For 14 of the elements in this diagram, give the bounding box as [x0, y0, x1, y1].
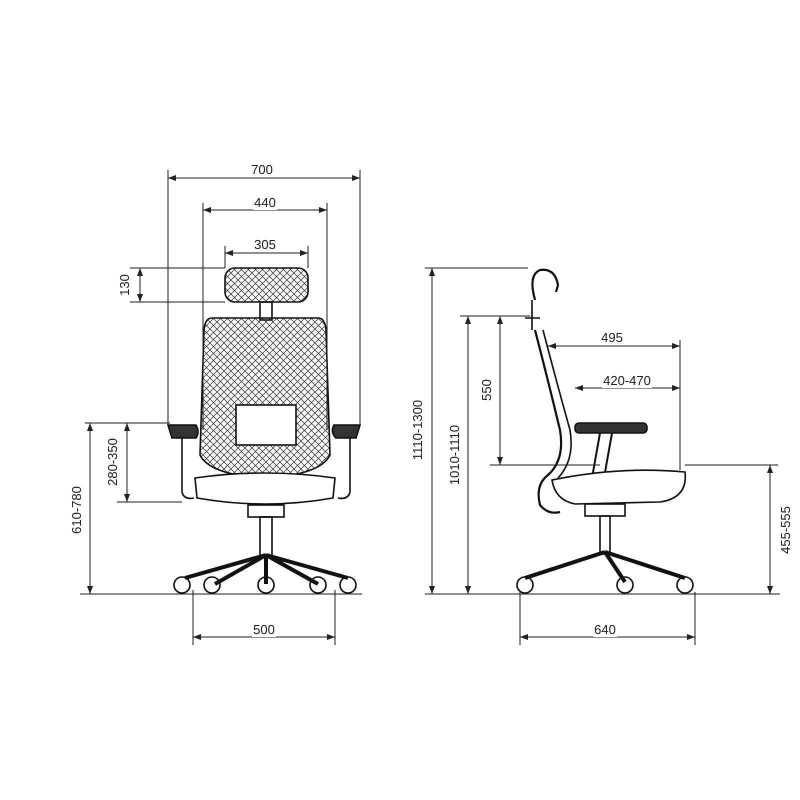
dimension-label: 305 — [253, 238, 277, 252]
dimension-label: 700 — [250, 163, 274, 177]
dimension-label: 130 — [118, 273, 132, 297]
dimension-label: 420-470 — [602, 374, 652, 388]
dimension-label: 495 — [600, 331, 624, 345]
dimension-label: 500 — [252, 623, 276, 637]
dimension-label: 550 — [480, 378, 494, 402]
dimension-label: 1110-1300 — [411, 398, 425, 462]
dimension-label: 640 — [593, 623, 617, 637]
dimension-label: 1010-1110 — [448, 424, 462, 486]
dimension-label: 455-555 — [779, 505, 793, 555]
dimension-label: 280-350 — [106, 437, 120, 487]
dimension-label: 440 — [253, 196, 277, 210]
dimension-label: 610-780 — [70, 485, 84, 535]
